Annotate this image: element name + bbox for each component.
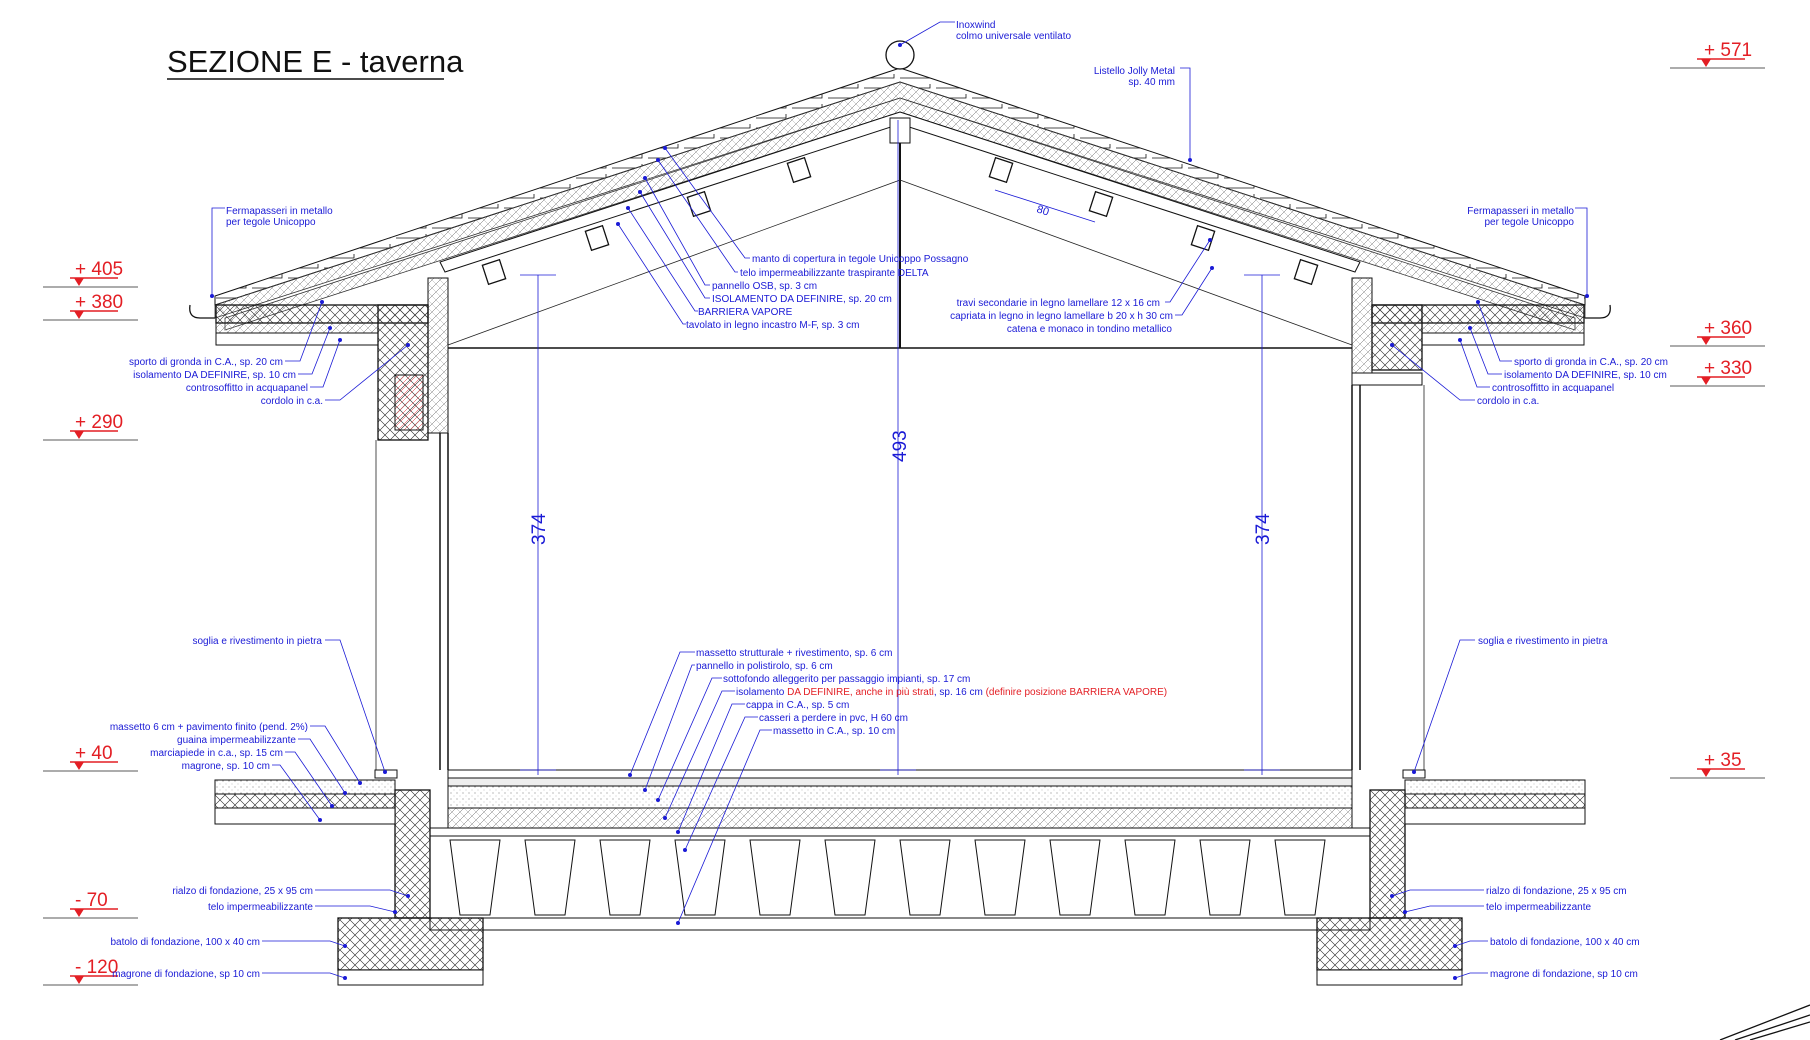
dimension-right: 374 — [1244, 274, 1280, 775]
svg-text:pannello OSB, sp. 3 cm: pannello OSB, sp. 3 cm — [712, 281, 817, 292]
annotation-left-ground: massetto 6 cm + pavimento finito (pend. … — [110, 722, 362, 822]
right-foundation — [1316, 769, 1586, 986]
level-405: + 405 — [43, 259, 138, 288]
drawing-title: SEZIONE E - taverna — [167, 44, 464, 79]
level-360-label: + 360 — [1704, 318, 1752, 339]
svg-text:Fermapasseri in metallo: Fermapasseri in metallo — [1467, 206, 1574, 217]
left-eave — [189, 277, 449, 778]
annotation-soglia-left: soglia e rivestimento in pietra — [192, 636, 387, 774]
svg-text:per tegole Unicoppo: per tegole Unicoppo — [226, 217, 316, 228]
annotation-foundation-left: rialzo di fondazione, 25 x 95 cm telo im… — [110, 886, 410, 980]
svg-text:casseri a perdere in pvc, H 60: casseri a perdere in pvc, H 60 cm — [759, 713, 908, 724]
svg-text:telo impermeabilizzante traspi: telo impermeabilizzante traspirante DELT… — [740, 268, 929, 279]
svg-text:guaina impermeabilizzante: guaina impermeabilizzante — [177, 735, 296, 746]
svg-text:colmo universale ventilato: colmo universale ventilato — [956, 31, 1071, 42]
annotation-floor: massetto strutturale + rivestimento, sp.… — [628, 648, 1167, 925]
ridge-vent — [885, 40, 915, 70]
roof — [214, 40, 1586, 349]
svg-text:massetto in C.A., sp. 10 cm: massetto in C.A., sp. 10 cm — [773, 726, 895, 737]
level-40-label: + 40 — [75, 743, 113, 764]
svg-text:soglia e rivestimento in pietr: soglia e rivestimento in pietra — [192, 636, 322, 647]
svg-text:Inoxwind: Inoxwind — [956, 20, 995, 31]
svg-text:cordolo in c.a.: cordolo in c.a. — [261, 396, 323, 407]
dimension-center-label: 493 — [890, 430, 911, 462]
annotation-foundation-right: rialzo di fondazione, 25 x 95 cm telo im… — [1390, 886, 1640, 980]
dimension-left: 374 — [520, 274, 556, 775]
svg-text:Fermapasseri in metallo: Fermapasseri in metallo — [226, 206, 333, 217]
svg-text:controsoffitto in acquapanel: controsoffitto in acquapanel — [186, 383, 308, 394]
annotation-fermapasseri-right: Fermapasseri in metallo per tegole Unico… — [1467, 206, 1589, 298]
svg-text:magrone di fondazione, sp 10 c: magrone di fondazione, sp 10 cm — [112, 969, 260, 980]
svg-text:Listello Jolly Metal: Listello Jolly Metal — [1094, 66, 1175, 77]
level-360: + 360 — [1670, 318, 1765, 347]
svg-text:rialzo di fondazione, 25 x 95: rialzo di fondazione, 25 x 95 cm — [172, 886, 313, 897]
svg-text:catena e monaco in tondino met: catena e monaco in tondino metallico — [1007, 324, 1173, 335]
svg-text:ISOLAMENTO DA DEFINIRE, sp. 20: ISOLAMENTO DA DEFINIRE, sp. 20 cm — [712, 294, 892, 305]
floor-slab — [429, 769, 1371, 931]
level-571-label: + 571 — [1704, 40, 1752, 61]
dimension-center: 493 — [880, 120, 916, 775]
svg-text:magrone, sp. 10 cm: magrone, sp. 10 cm — [182, 761, 270, 772]
level-330-label: + 330 — [1704, 358, 1752, 379]
svg-text:massetto 6 cm + pavimento fini: massetto 6 cm + pavimento finito (pend. … — [110, 722, 308, 733]
svg-text:isolamento DA DEFINIRE, sp. 10: isolamento DA DEFINIRE, sp. 10 cm — [1504, 370, 1667, 381]
dimension-spacing: 80 — [994, 189, 1096, 223]
annotation-right-eave: sporto di gronda in C.A., sp. 20 cm isol… — [1390, 300, 1668, 407]
svg-text:cordolo in c.a.: cordolo in c.a. — [1477, 396, 1539, 407]
level-290: + 290 — [43, 412, 138, 441]
svg-text:travi secondarie in legno lame: travi secondarie in legno lamellare 12 x… — [957, 298, 1160, 309]
svg-text:sporto di gronda in C.A., sp.: sporto di gronda in C.A., sp. 20 cm — [1514, 357, 1668, 368]
svg-text:sporto di gronda in C.A., sp.: sporto di gronda in C.A., sp. 20 cm — [129, 357, 283, 368]
level-40: + 40 — [43, 743, 138, 772]
svg-text:magrone di fondazione, sp 10 c: magrone di fondazione, sp 10 cm — [1490, 969, 1638, 980]
annotation-soglia-right: soglia e rivestimento in pietra — [1412, 636, 1608, 774]
level-571: + 571 — [1670, 40, 1765, 69]
svg-text:sp. 40 mm: sp. 40 mm — [1128, 77, 1175, 88]
level-380-label: + 380 — [75, 292, 123, 313]
dimension-spacing-label: 80 — [1035, 203, 1050, 218]
level-380: + 380 — [43, 292, 138, 321]
svg-text:cappa in C.A., sp. 5 cm: cappa in C.A., sp. 5 cm — [746, 700, 849, 711]
svg-text:tavolato in legno incastro M-F: tavolato in legno incastro M-F, sp. 3 cm — [686, 320, 859, 331]
svg-text:telo impermeabilizzante: telo impermeabilizzante — [208, 902, 313, 913]
svg-text:isolamento DA DEFINIRE, anche: isolamento DA DEFINIRE, anche in più str… — [736, 687, 1167, 698]
level-35: + 35 — [1670, 750, 1765, 779]
svg-text:BARRIERA VAPORE: BARRIERA VAPORE — [698, 307, 793, 318]
annotation-trusses: travi secondarie in legno lamellare 12 x… — [950, 238, 1214, 335]
dimension-right-label: 374 — [1253, 513, 1274, 545]
svg-text:pannello in polistirolo, sp. 6: pannello in polistirolo, sp. 6 cm — [696, 661, 833, 672]
svg-text:massetto strutturale + rivesti: massetto strutturale + rivestimento, sp.… — [696, 648, 892, 659]
annotation-fermapasseri-left: Fermapasseri in metallo per tegole Unico… — [210, 206, 333, 298]
left-foundation — [214, 769, 484, 986]
annotation-listello: Listello Jolly Metal sp. 40 mm — [1094, 66, 1192, 162]
svg-text:telo impermeabilizzante: telo impermeabilizzante — [1486, 902, 1591, 913]
pvc-formwork — [429, 835, 1371, 919]
dimension-left-label: 374 — [529, 513, 550, 545]
svg-text:soglia e rivestimento in pietr: soglia e rivestimento in pietra — [1478, 636, 1608, 647]
svg-text:isolamento DA DEFINIRE, sp. 10: isolamento DA DEFINIRE, sp. 10 cm — [133, 370, 296, 381]
level-405-label: + 405 — [75, 259, 123, 280]
level-minus-70-label: - 70 — [75, 890, 108, 911]
svg-text:sottofondo alleggerito per pas: sottofondo alleggerito per passaggio imp… — [723, 674, 970, 685]
level-330: + 330 — [1670, 358, 1765, 387]
level-minus-120-label: - 120 — [75, 957, 118, 978]
svg-text:marciapiede in c.a., sp. 15 cm: marciapiede in c.a., sp. 15 cm — [150, 748, 283, 759]
right-eave — [1351, 277, 1611, 778]
level-35-label: + 35 — [1704, 750, 1742, 771]
svg-text:rialzo di fondazione, 25 x 95: rialzo di fondazione, 25 x 95 cm — [1486, 886, 1627, 897]
level-minus-120: - 120 — [43, 957, 138, 986]
annotation-inoxwind: Inoxwind colmo universale ventilato — [898, 20, 1071, 47]
svg-text:capriata in legno in legno lam: capriata in legno in legno lamellare b 2… — [950, 311, 1173, 322]
level-minus-70: - 70 — [43, 890, 138, 919]
annotation-left-eave: sporto di gronda in C.A., sp. 20 cm isol… — [129, 300, 410, 407]
adjacent-roof-fragment — [1719, 1004, 1810, 1040]
svg-text:batolo di fondazione, 100 x 40: batolo di fondazione, 100 x 40 cm — [1490, 937, 1640, 948]
svg-text:batolo di fondazione, 100 x 40: batolo di fondazione, 100 x 40 cm — [110, 937, 260, 948]
annotation-roof-layers: manto di copertura in tegole Unicoppo Po… — [616, 146, 969, 331]
level-290-label: + 290 — [75, 412, 123, 433]
svg-text:controsoffitto in acquapanel: controsoffitto in acquapanel — [1492, 383, 1614, 394]
svg-text:per tegole Unicoppo: per tegole Unicoppo — [1484, 217, 1574, 228]
svg-text:manto di copertura in tegole U: manto di copertura in tegole Unicoppo Po… — [752, 254, 969, 265]
